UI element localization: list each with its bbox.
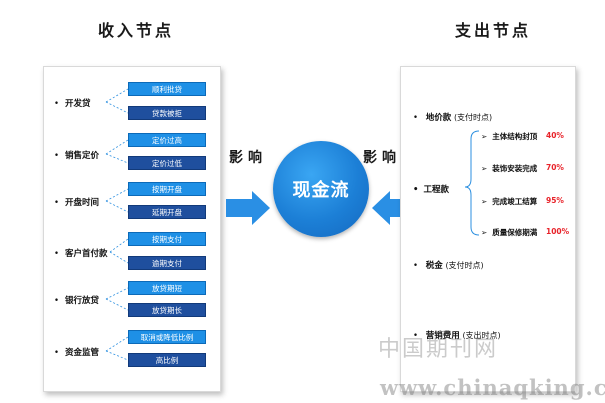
expense-land-note: (支付时点) (453, 113, 493, 122)
expense-marketing: 营销费用 (支出时点) (413, 329, 501, 341)
stage-structure-capping-pct: 40% (546, 131, 564, 140)
badge-overdue-payment: 逾期支付 (128, 256, 206, 270)
badge-short-lending: 放贷期短 (128, 281, 206, 295)
watermark-text: 中国期刊网 (378, 337, 499, 362)
chevron-right-icon: ➢ (481, 197, 488, 206)
stage-decoration-complete-pct: 70% (546, 163, 564, 172)
expense-nodes-heading: 支出节点 (455, 21, 532, 40)
chevron-right-icon: ➢ (481, 228, 488, 237)
expense-tax-note: (支付时点) (445, 261, 484, 270)
stage-final-settlement-pct: 95% (546, 196, 564, 205)
stage-decoration-complete: ➢装饰安装完成 (481, 164, 538, 173)
expense-marketing-note: (支出时点) (462, 331, 501, 340)
expense-construction-label: 工程款 (413, 183, 449, 195)
influence-label-left: 影响 (229, 150, 267, 166)
chevron-right-icon: ➢ (481, 132, 488, 141)
stage-warranty-expiry: ➢质量保修期满 (481, 228, 538, 237)
stage-final-settlement: ➢完成竣工结算 (481, 197, 538, 206)
badge-on-time-payment: 按期支付 (128, 232, 206, 246)
expense-panel: 地价款 (支付时点) ➢主体结构封顶 40% ➢装饰安装完成 70% 工程款 ➢… (400, 66, 576, 392)
income-panel: 开发贷 顺利批贷 贷款被拒 销售定价 定价过高 定价过低 开盘时间 按期开盘 延… (43, 66, 221, 392)
income-node-sales-pricing: 销售定价 (54, 149, 99, 161)
income-node-development-loan: 开发贷 (54, 97, 91, 109)
badge-on-time-opening: 按期开盘 (128, 182, 206, 196)
income-nodes-heading: 收入节点 (98, 21, 175, 40)
chevron-right-icon: ➢ (481, 164, 488, 173)
expense-tax: 税金 (支付时点) (413, 259, 484, 271)
income-node-fund-supervision: 资金监管 (54, 346, 99, 358)
badge-loan-approved: 顺利批贷 (128, 82, 206, 96)
badge-long-lending: 放贷期长 (128, 303, 206, 317)
expense-land-label: 地价款 (425, 113, 452, 123)
badge-price-low: 定价过低 (128, 156, 206, 170)
badge-cancel-reduce-ratio: 取消或降低比例 (128, 330, 206, 344)
expense-land-payment: 地价款 (支付时点) (413, 111, 492, 123)
right-arrow-icon (226, 191, 270, 225)
expense-tax-label: 税金 (425, 261, 443, 271)
badge-high-ratio: 高比例 (128, 353, 206, 367)
income-node-opening-time: 开盘时间 (54, 196, 99, 208)
stage-warranty-expiry-pct: 100% (546, 227, 570, 236)
income-node-down-payment: 客户首付款 (54, 247, 108, 259)
badge-loan-rejected: 贷款被拒 (128, 106, 206, 120)
badge-delayed-opening: 延期开盘 (128, 205, 206, 219)
badge-price-high: 定价过高 (128, 133, 206, 147)
influence-label-right: 影响 (363, 150, 401, 166)
stage-structure-capping: ➢主体结构封顶 (481, 132, 538, 141)
expense-marketing-label: 营销费用 (425, 331, 460, 341)
cash-flow-label: 现金流 (292, 180, 350, 201)
watermark-url: www.chinaqking.com (380, 375, 605, 400)
cash-flow-circle: 现金流 (273, 141, 369, 237)
income-node-bank-lending: 银行放贷 (54, 294, 99, 306)
